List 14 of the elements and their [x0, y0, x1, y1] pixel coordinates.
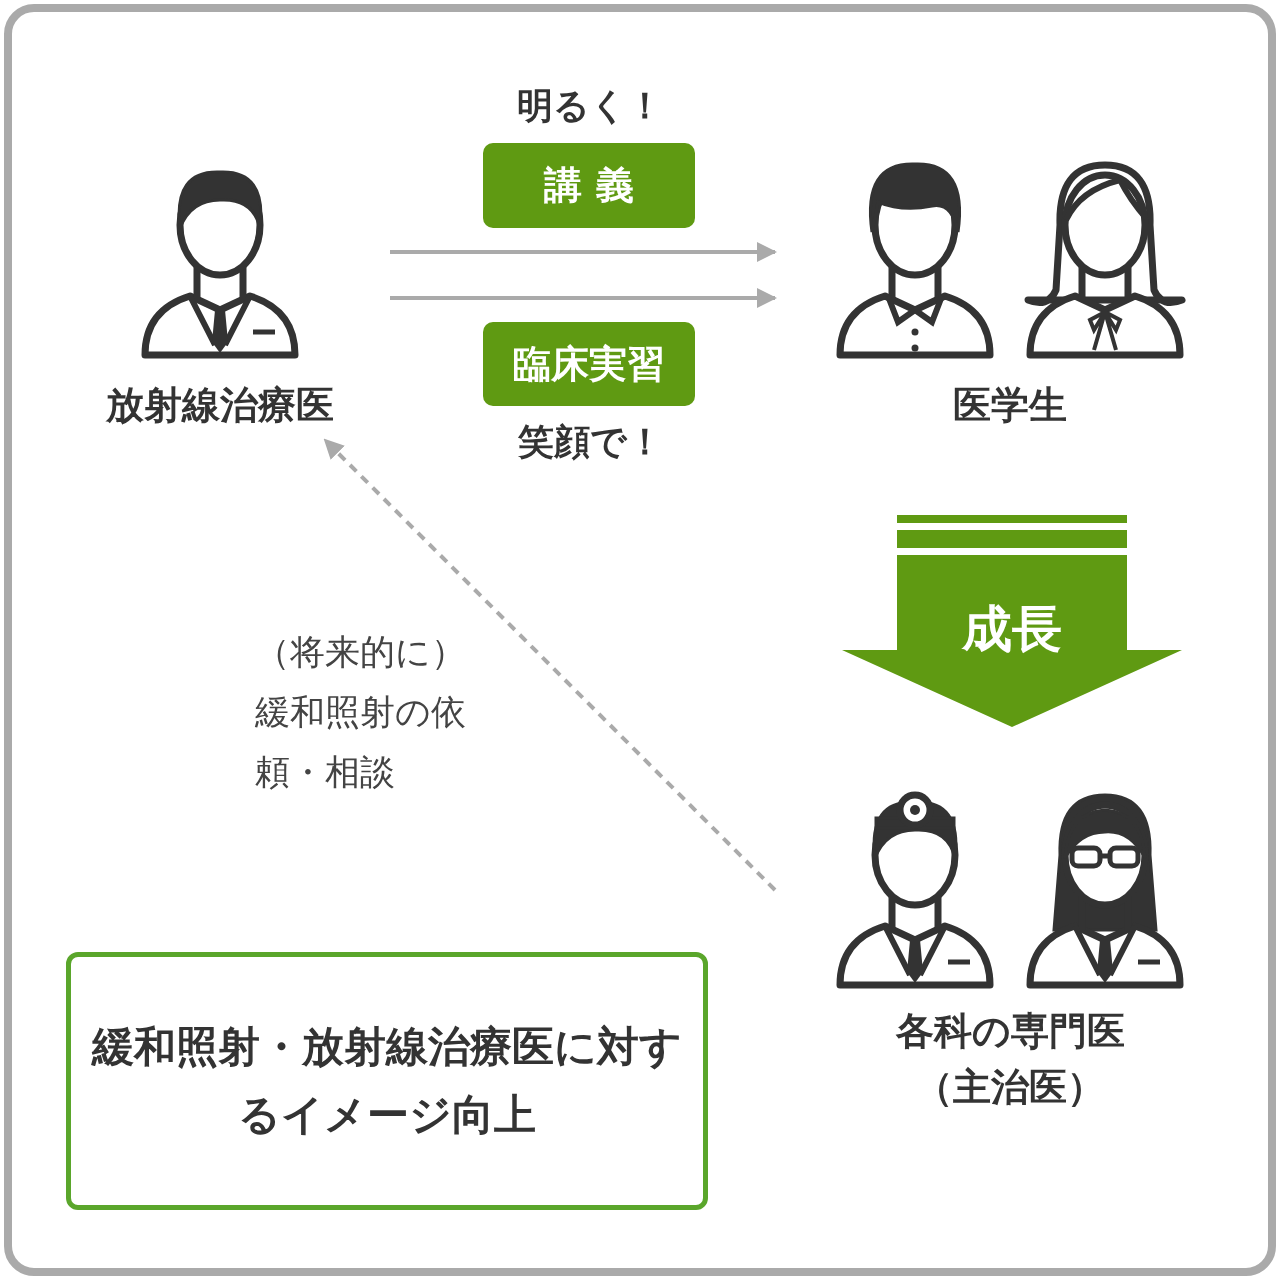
edge-label: （将来的に）緩和照射の依頼・相談: [255, 631, 467, 794]
person-label: 医学生: [952, 382, 1068, 429]
arrow-label: 成長: [960, 599, 1063, 660]
label-tag: 臨床実習: [483, 322, 695, 406]
note-box: [66, 952, 708, 1210]
arrow: [390, 288, 777, 308]
person-label: 放射線治療医: [104, 382, 335, 429]
caption-text: 笑顔で！: [516, 420, 664, 464]
label-tag: 講 義: [483, 143, 695, 228]
arrow: [390, 242, 777, 262]
caption-text: 明るく！: [516, 84, 664, 128]
note-text: 緩和照射・放射線治療医に対するイメージ向上: [90, 1021, 683, 1141]
person-label: 各科の専門医（主治医）: [894, 1008, 1126, 1111]
arrow: [323, 438, 777, 892]
